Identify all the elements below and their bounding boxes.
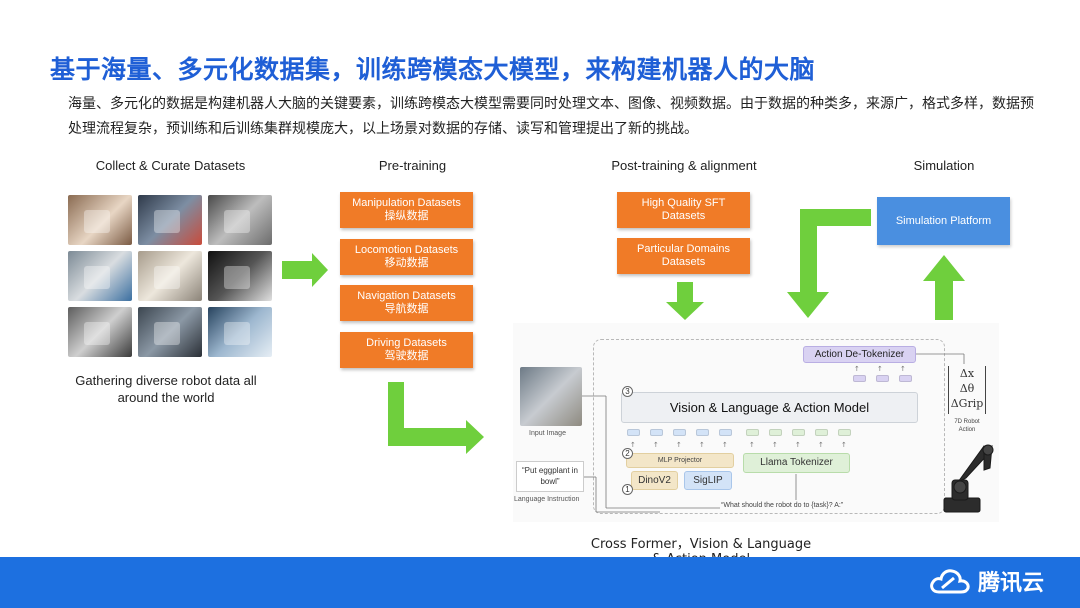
text-token bbox=[746, 429, 759, 436]
svg-text:↑: ↑ bbox=[722, 441, 728, 449]
text-token bbox=[792, 429, 805, 436]
robot-photo bbox=[138, 251, 202, 301]
dataset-label-line2: Datasets bbox=[661, 256, 706, 268]
svg-text:↑: ↑ bbox=[818, 441, 824, 449]
arrow-post-to-model bbox=[666, 282, 704, 320]
column-header-simulation: Simulation bbox=[913, 158, 975, 173]
text-token bbox=[815, 429, 828, 436]
input-image-thumbnail bbox=[520, 367, 582, 426]
brand-logo: 腾讯云 bbox=[928, 565, 1044, 597]
robot-photo bbox=[208, 307, 272, 357]
dataset-label-en: Manipulation Datasets bbox=[352, 197, 461, 209]
dataset-label-en: Navigation Datasets bbox=[357, 290, 456, 302]
column-header-collect: Collect & Curate Datasets bbox=[95, 158, 246, 173]
arrow-collect-to-pretrain bbox=[282, 253, 328, 287]
vision-token bbox=[627, 429, 640, 436]
output-token bbox=[876, 375, 889, 382]
dataset-box-driving: Driving Datasets 驾驶数据 bbox=[340, 332, 473, 368]
dataset-label-zh: 驾驶数据 bbox=[384, 350, 429, 362]
dataset-label-line2: Datasets bbox=[661, 210, 706, 222]
dataset-box-manipulation: Manipulation Datasets 操纵数据 bbox=[340, 192, 473, 228]
svg-text:↑: ↑ bbox=[795, 441, 801, 449]
arrow-pretrain-to-model bbox=[388, 382, 484, 454]
siglip-box: SigLIP bbox=[684, 471, 732, 490]
dataset-label-en: Locomotion Datasets bbox=[354, 244, 459, 256]
delta-theta: Δθ bbox=[959, 382, 975, 395]
page-title: 基于海量、多元化数据集，训练跨模态大模型，来构建机器人的大脑 bbox=[50, 55, 816, 84]
svg-text:↑: ↑ bbox=[653, 441, 659, 449]
robot-photo bbox=[138, 195, 202, 245]
dinov2-box: DinoV2 bbox=[631, 471, 678, 490]
vla-model-box: Vision & Language & Action Model bbox=[621, 392, 918, 423]
robot-photo bbox=[138, 307, 202, 357]
output-token bbox=[853, 375, 866, 382]
delta-x: Δx bbox=[959, 367, 975, 380]
column-header-posttrain: Post-training & alignment bbox=[611, 158, 757, 173]
step-number: 2 bbox=[622, 448, 633, 459]
dataset-label-zh: 操纵数据 bbox=[384, 210, 429, 222]
robot-photo bbox=[68, 307, 132, 357]
dataset-label-en: Driving Datasets bbox=[366, 337, 447, 349]
cloud-icon bbox=[930, 569, 970, 594]
input-image-label: Input Image bbox=[529, 430, 566, 437]
mlp-projector-box: MLP Projector bbox=[626, 453, 734, 468]
dataset-box-sft: High Quality SFT Datasets bbox=[617, 192, 750, 228]
vision-token bbox=[650, 429, 663, 436]
brand-name: 腾讯云 bbox=[978, 571, 1045, 596]
dataset-label-line1: Particular Domains bbox=[637, 243, 730, 255]
dataset-box-domains: Particular Domains Datasets bbox=[617, 238, 750, 274]
dataset-label-line1: High Quality SFT bbox=[641, 197, 726, 209]
language-instruction-label: Language Instruction bbox=[514, 496, 580, 503]
svg-text:↑: ↑ bbox=[854, 365, 860, 373]
gathering-caption: Gathering diverse robot data all around … bbox=[75, 373, 257, 405]
step-number: 1 bbox=[622, 484, 633, 495]
svg-text:↑: ↑ bbox=[699, 441, 705, 449]
llama-tokenizer-box: Llama Tokenizer bbox=[743, 453, 850, 473]
page-description: 海量、多元化的数据是构建机器人大脑的关键要素，训练跨模态大模型需要同时处理文本、… bbox=[68, 96, 1034, 137]
prompt-template-text: “What should the robot do to {task}? A:” bbox=[721, 502, 844, 509]
arrow-sim-to-model bbox=[787, 209, 871, 318]
svg-text:↑: ↑ bbox=[630, 441, 636, 449]
svg-text:↑: ↑ bbox=[749, 441, 755, 449]
action-detokenizer-box: Action De-Tokenizer bbox=[803, 346, 916, 363]
output-token bbox=[899, 375, 912, 382]
robot-arm-illustration bbox=[943, 444, 994, 513]
robot-photo bbox=[68, 195, 132, 245]
svg-text:↑: ↑ bbox=[877, 365, 883, 373]
dataset-label-zh: 移动数据 bbox=[384, 257, 429, 269]
footer-bar bbox=[0, 557, 1080, 608]
delta-grip: ΔGrip bbox=[950, 397, 984, 410]
dataset-box-navigation: Navigation Datasets 导航数据 bbox=[340, 285, 473, 321]
svg-text:↑: ↑ bbox=[841, 441, 847, 449]
dataset-label-zh: 导航数据 bbox=[384, 303, 429, 315]
arrow-model-to-sim bbox=[923, 255, 965, 320]
column-header-pretrain: Pre-training bbox=[378, 158, 447, 173]
robot-photo bbox=[68, 251, 132, 301]
simulation-platform-box: Simulation Platform bbox=[877, 197, 1010, 245]
vision-token bbox=[673, 429, 686, 436]
robot-photo bbox=[208, 195, 272, 245]
text-token bbox=[769, 429, 782, 436]
step-number: 3 bbox=[622, 386, 633, 397]
robot-photo-grid bbox=[68, 195, 272, 357]
action-vector: Δx Δθ ΔGrip bbox=[948, 366, 986, 414]
dataset-box-locomotion: Locomotion Datasets 移动数据 bbox=[340, 239, 473, 275]
svg-text:↑: ↑ bbox=[900, 365, 906, 373]
svg-text:↑: ↑ bbox=[772, 441, 778, 449]
text-token bbox=[838, 429, 851, 436]
vla-dashed-frame bbox=[593, 339, 945, 514]
vision-token bbox=[696, 429, 709, 436]
svg-text:↑: ↑ bbox=[676, 441, 682, 449]
robot-photo bbox=[208, 251, 272, 301]
language-instruction-box: “Put eggplant in bowl” bbox=[516, 461, 584, 492]
robot-action-label: 7D Robot Action bbox=[954, 419, 980, 433]
vision-token bbox=[719, 429, 732, 436]
